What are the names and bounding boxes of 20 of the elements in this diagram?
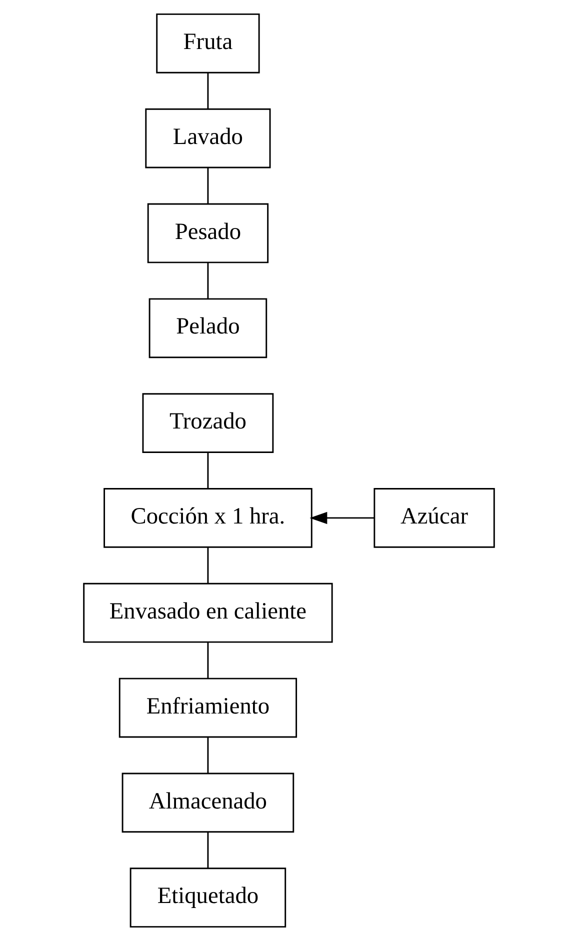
connector [206, 452, 208, 489]
node-box: Almacenado [121, 772, 294, 833]
connector [206, 642, 208, 678]
connector [206, 168, 208, 204]
node-box: Cocción x 1 hra. [103, 488, 312, 548]
node-box: Envasado en caliente [82, 582, 332, 643]
node-box: Etiquetado [129, 868, 286, 928]
connector [206, 262, 208, 299]
connector [206, 832, 208, 868]
connector [206, 548, 208, 584]
node-box: Trozado [142, 393, 274, 453]
node-box: Pesado [146, 203, 268, 264]
connector [206, 737, 208, 774]
node-box: Azúcar [373, 488, 494, 548]
node-box: Enfriamiento [118, 678, 297, 738]
connector [206, 72, 208, 109]
node-box: Lavado [144, 108, 270, 168]
node-box: Pelado [148, 298, 267, 358]
arrow [309, 512, 374, 524]
node-box: Fruta [156, 13, 260, 74]
